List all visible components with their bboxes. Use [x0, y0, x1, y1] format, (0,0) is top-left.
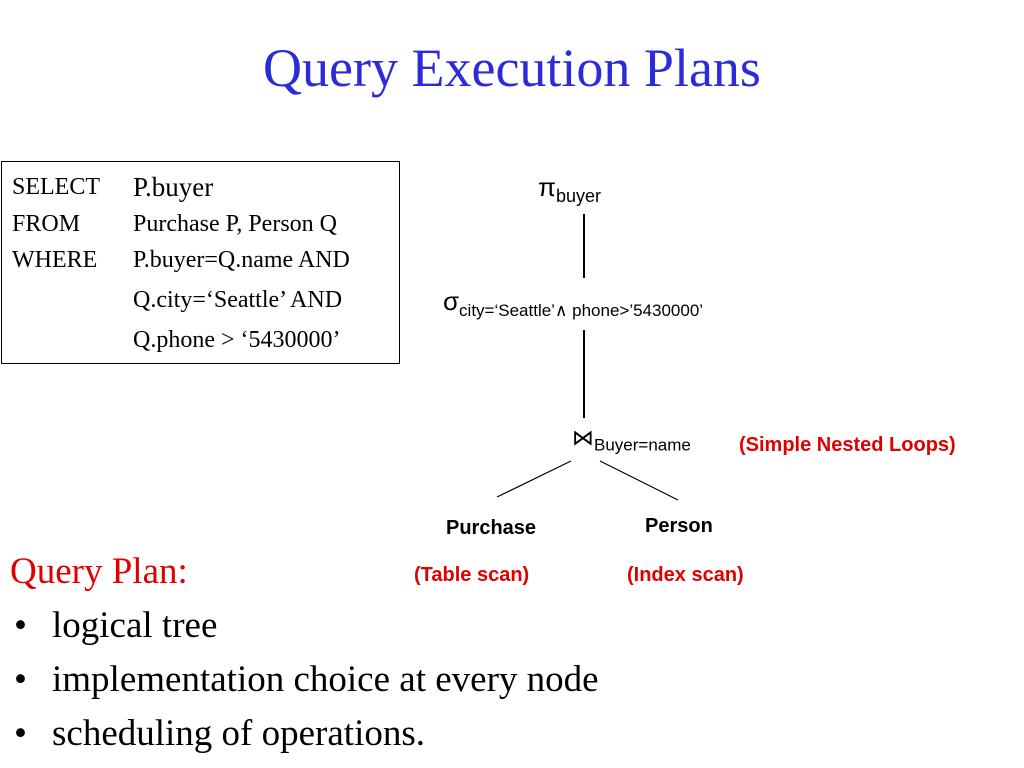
leaf-purchase: Purchase [446, 517, 537, 539]
sql-query-box: SELECT P.buyer FROM Purchase P, Person Q… [1, 161, 400, 364]
sql-where-value-3: Q.phone > ‘5430000’ [133, 327, 341, 353]
sql-where-keyword: WHERE [12, 247, 98, 273]
sql-select-keyword: SELECT [12, 174, 100, 200]
sql-select-value: P.buyer [133, 172, 214, 202]
slide-title: Query Execution Plans [263, 38, 761, 98]
projection-symbol: π [538, 172, 556, 202]
projection-node: πbuyer [538, 172, 601, 207]
join-symbol: ⋈ [572, 425, 594, 450]
selection-subscript: city=‘Seattle’∧ phone>’5430000’ [459, 301, 704, 321]
sql-where-value-2: Q.city=‘Seattle’ AND [133, 287, 343, 313]
join-node: ⋈Buyer=name [572, 425, 691, 455]
bullet-item: •implementation choice at every node [14, 659, 599, 700]
projection-subscript: buyer [555, 186, 601, 207]
bullet-text: implementation choice at every node [52, 659, 599, 700]
edge-join-person [599, 460, 679, 501]
sql-from-value: Purchase P, Person Q [133, 211, 337, 237]
purchase-access-note: (Table scan) [414, 564, 530, 586]
query-plan-heading: Query Plan: [10, 551, 188, 592]
join-algorithm-note: (Simple Nested Loops) [739, 434, 956, 456]
bullet-text: logical tree [52, 605, 218, 646]
selection-symbol: σ [443, 286, 460, 316]
sql-from-keyword: FROM [12, 211, 81, 237]
bullet-text: scheduling of operations. [52, 713, 425, 754]
bullet-item: •scheduling of operations. [14, 713, 425, 754]
selection-node: σcity=‘Seattle’∧ phone>’5430000’ [443, 286, 703, 321]
person-access-note: (Index scan) [627, 564, 744, 586]
leaf-person: Person [645, 515, 713, 537]
join-subscript: Buyer=name [594, 435, 691, 455]
edge-join-purchase [496, 460, 572, 498]
bullet-item: •logical tree [14, 605, 218, 646]
sql-where-value-1: P.buyer=Q.name AND [133, 247, 350, 273]
